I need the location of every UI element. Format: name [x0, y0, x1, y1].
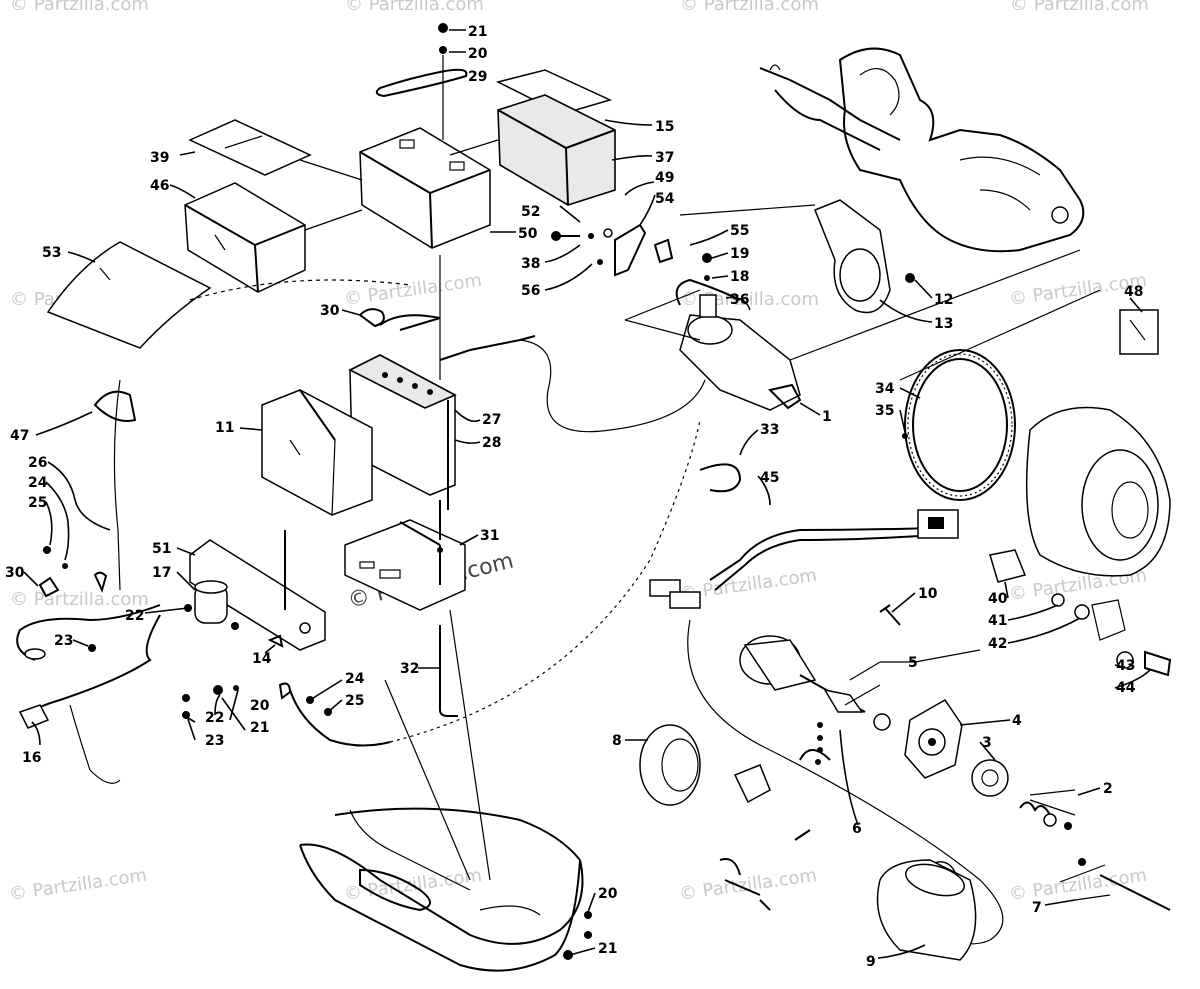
- callout-16: 16: [22, 750, 41, 766]
- callout-23: 23: [54, 633, 73, 649]
- callout-34: 34: [875, 381, 895, 397]
- callout-27: 27: [482, 412, 501, 428]
- callout-19: 19: [730, 246, 749, 262]
- callout-20: 20: [250, 698, 270, 714]
- callout-33: 33: [760, 422, 779, 438]
- harness-group: [649, 463, 1172, 677]
- callout-2: 2: [1103, 781, 1113, 797]
- callout-49: 49: [655, 170, 674, 186]
- callout-43: 43: [1116, 658, 1135, 674]
- callout-55: 55: [730, 223, 749, 239]
- watermark: © Partzilla.com: [1008, 865, 1148, 905]
- callout-36: 36: [730, 292, 749, 308]
- callout-18: 18: [730, 269, 749, 285]
- callout-29: 29: [468, 69, 487, 85]
- watermark: © Partzilla.com: [10, 0, 149, 15]
- callout-14: 14: [252, 651, 272, 667]
- callout-26: 26: [28, 455, 47, 471]
- callout-45: 45: [760, 470, 779, 486]
- callout-13: 13: [934, 316, 953, 332]
- callout-42: 42: [988, 636, 1007, 652]
- callout-30: 30: [320, 303, 340, 319]
- callout-5: 5: [908, 655, 918, 671]
- callout-35: 35: [875, 403, 894, 419]
- lower-housing-group: [299, 609, 592, 972]
- callout-38: 38: [521, 256, 540, 272]
- callout-3: 3: [982, 735, 992, 751]
- callout-28: 28: [482, 435, 501, 451]
- starter-motor-group: [551, 204, 1081, 411]
- engine-group: [759, 47, 1085, 314]
- callout-41: 41: [988, 613, 1007, 629]
- starter-exploded-group: [639, 619, 1171, 961]
- callout-15: 15: [655, 119, 674, 135]
- callout-1: 1: [822, 409, 832, 425]
- callout-25: 25: [345, 693, 364, 709]
- callout-54: 54: [655, 191, 675, 207]
- watermark: © Partzilla.com: [680, 0, 819, 15]
- callout-21: 21: [250, 720, 269, 736]
- callout-51: 51: [152, 541, 171, 557]
- callout-22: 22: [205, 710, 224, 726]
- callout-11: 11: [215, 420, 234, 436]
- callout-48: 48: [1124, 284, 1143, 300]
- callout-39: 39: [150, 150, 169, 166]
- callout-40: 40: [988, 591, 1008, 607]
- callout-10: 10: [918, 586, 938, 602]
- callout-50: 50: [518, 226, 538, 242]
- callouts: 21 20 29 15 37 49 54 50 39 46 53 52 38 5…: [5, 24, 1143, 970]
- watermark: © Partzilla.com: [678, 865, 818, 905]
- callout-37: 37: [655, 150, 674, 166]
- callout-56: 56: [521, 283, 540, 299]
- watermark: © Partzilla.com: [8, 865, 148, 905]
- callout-53: 53: [42, 245, 61, 261]
- callout-24: 24: [345, 671, 365, 687]
- callout-23: 23: [205, 733, 224, 749]
- callout-17: 17: [152, 565, 171, 581]
- watermark: © Partzilla.com: [1010, 0, 1149, 15]
- leader-lines: [23, 29, 1151, 959]
- callout-25: 25: [28, 495, 47, 511]
- callout-46: 46: [150, 178, 169, 194]
- callout-44: 44: [1116, 680, 1136, 696]
- callout-47: 47: [10, 428, 29, 444]
- callout-22: 22: [125, 608, 144, 624]
- battery-box-group: [46, 23, 616, 349]
- callout-21: 21: [598, 941, 617, 957]
- callout-30: 30: [5, 565, 25, 581]
- watermark: © Partzilla.com: [10, 589, 149, 610]
- callout-20: 20: [598, 886, 618, 902]
- watermark: © Partzilla.com: [345, 0, 484, 15]
- callout-6: 6: [852, 821, 862, 837]
- callout-20: 20: [468, 46, 488, 62]
- callout-8: 8: [612, 733, 622, 749]
- callout-7: 7: [1032, 900, 1042, 916]
- callout-24: 24: [28, 475, 48, 491]
- flywheel-group: [899, 289, 1171, 577]
- callout-12: 12: [934, 292, 953, 308]
- solenoid-bracket-group: [16, 379, 701, 784]
- callout-4: 4: [1012, 713, 1022, 729]
- callout-21: 21: [468, 24, 487, 40]
- callout-9: 9: [866, 954, 876, 970]
- watermark: © Partzilla.com: [343, 270, 483, 310]
- callout-31: 31: [480, 528, 499, 544]
- callout-32: 32: [400, 661, 419, 677]
- battery-group: [189, 279, 706, 516]
- callout-52: 52: [521, 204, 540, 220]
